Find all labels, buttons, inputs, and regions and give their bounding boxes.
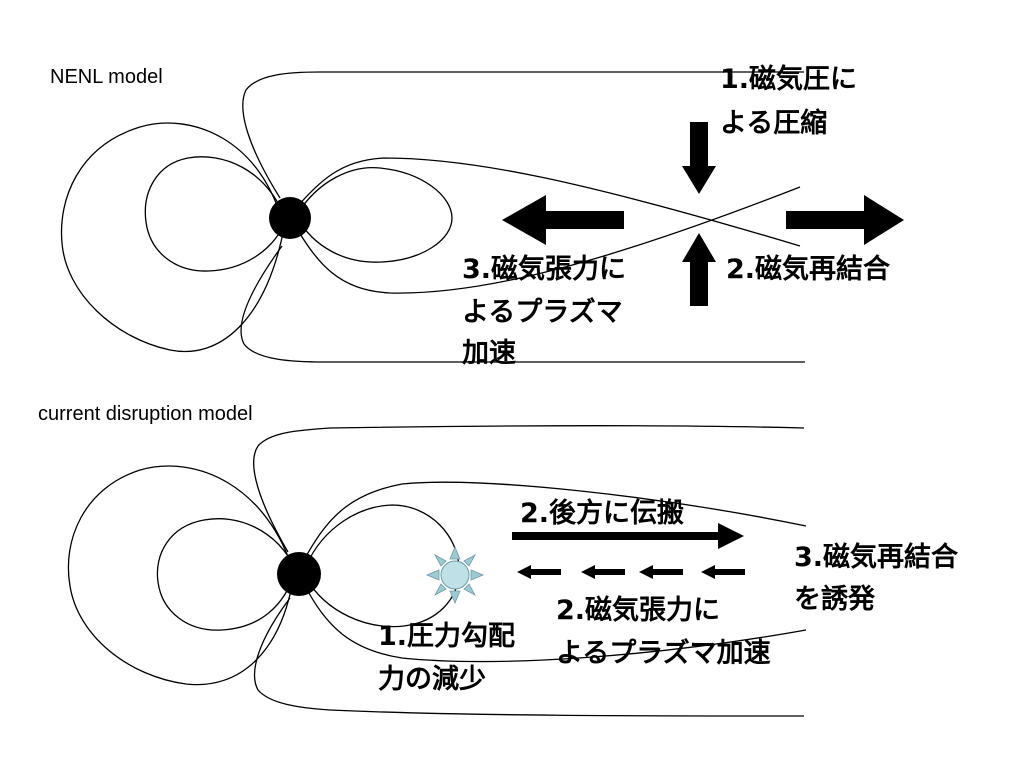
cd-small-left-arrow-3 (639, 565, 683, 579)
nenl-compression-arrow-up (682, 233, 716, 306)
svg-text:よる圧縮: よる圧縮 (720, 107, 827, 139)
nenl-inner-dayside-field-line (144, 156, 287, 272)
cd-outer-dayside-field-line (67, 465, 295, 686)
cd-title: current disruption model (38, 403, 253, 425)
cd-earth (277, 552, 321, 596)
cd-disruption-site-icon (425, 545, 485, 605)
nenl-inner-nightside-loop (295, 166, 453, 263)
svg-text:1.磁気圧に: 1.磁気圧に (720, 63, 857, 95)
cd-lower-magnetopause (253, 597, 805, 717)
nenl-outer-dayside-field-line (60, 122, 285, 352)
cd-propagate-label: 2.後方に伝搬 (520, 497, 684, 529)
cd-upper-magnetopause (253, 425, 805, 553)
cd-reconnection-label: 3.磁気再結合 を誘発 (794, 541, 958, 615)
nenl-compression-arrow-down (682, 122, 716, 194)
nenl-upper-magnetopause (242, 71, 804, 199)
cd-acceleration-label: 2.磁気張力に よるプラズマ加速 (556, 594, 771, 669)
nenl-compression-label: 1.磁気圧に よる圧縮 (720, 63, 857, 139)
cd-lower-tail-field-line (303, 583, 807, 663)
nenl-upper-tail-field-line (293, 157, 801, 247)
svg-text:加速: 加速 (462, 338, 516, 369)
nenl-earth (269, 197, 311, 239)
svg-text:2.磁気張力に: 2.磁気張力に (556, 594, 720, 626)
svg-text:1.圧力勾配: 1.圧力勾配 (378, 621, 515, 652)
cd-pressure-label: 1.圧力勾配 力の減少 (378, 621, 515, 695)
cd-small-left-arrow-4 (701, 565, 745, 579)
nenl-reconnection-label: 2.磁気再結合 (726, 253, 890, 285)
nenl-lower-magnetopause (240, 245, 805, 363)
cd-upper-tail-field-line (303, 481, 807, 561)
svg-text:力の減少: 力の減少 (378, 664, 486, 695)
nenl-title: NENL model (50, 66, 163, 88)
nenl-acceleration-label: 3.磁気張力に よるプラズマ 加速 (462, 253, 626, 369)
cd-small-left-arrow-2 (581, 565, 625, 579)
nenl-outflow-arrow-right (786, 195, 904, 245)
cd-panel: current disruption model (38, 403, 958, 717)
svg-text:3.磁気再結合: 3.磁気再結合 (794, 541, 958, 573)
nenl-panel: NENL model 1.磁気圧に よる圧縮 (50, 63, 904, 369)
cd-propagation-arrow (512, 523, 744, 549)
svg-text:よるプラズマ: よるプラズマ (462, 296, 623, 328)
cd-inner-dayside-field-line (156, 518, 297, 631)
svg-text:よるプラズマ加速: よるプラズマ加速 (556, 637, 771, 669)
svg-text:を誘発: を誘発 (794, 584, 876, 615)
nenl-outflow-arrow-left (502, 195, 624, 245)
nenl-lower-tail-field-line (293, 186, 801, 294)
svg-text:3.磁気張力に: 3.磁気張力に (462, 253, 626, 285)
cd-small-left-arrow-1 (517, 565, 561, 579)
